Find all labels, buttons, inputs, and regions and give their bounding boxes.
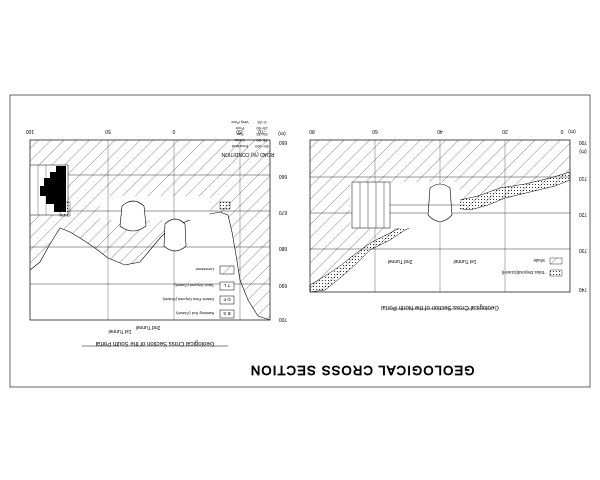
rock-range: 0~25 <box>257 120 267 125</box>
rock-condition: Fair <box>236 132 244 137</box>
south-x-tick: 50 <box>105 128 111 134</box>
south-y-tick: 700 <box>279 316 288 322</box>
rock-range: 50~75 <box>256 132 268 137</box>
north-y-unit: (m) <box>579 148 587 154</box>
north-x-tick: 80 <box>309 128 315 134</box>
rock-condition-title: ROAD (%) CONDITION <box>221 151 274 157</box>
rock-condition: Excellent <box>231 144 248 149</box>
north-x-tick: 60 <box>372 128 378 134</box>
legend-code-box <box>219 309 235 319</box>
legend-code-bs: B S <box>223 311 230 316</box>
sheet-title: GEOLOGICAL CROSS SECTION <box>250 363 475 378</box>
south-y-tick: 660 <box>279 173 288 179</box>
north-y-tick: 720 <box>579 211 588 217</box>
north-section-title: Geological Cross Section of the North Po… <box>381 304 499 310</box>
rock-range: 90~100 <box>255 144 269 149</box>
south-tunnel-2 <box>163 218 187 252</box>
north-y-tick: 710 <box>579 175 588 181</box>
legend-swatch-shale <box>549 257 563 265</box>
south-y-tick: 680 <box>279 245 288 251</box>
south-ground-zone <box>30 140 270 320</box>
south-ground-surface <box>29 211 271 321</box>
rock-range: 75~90 <box>256 138 268 143</box>
north-y-tick: 730 <box>579 247 588 253</box>
sheet-border <box>9 94 591 388</box>
south-frame <box>29 139 271 321</box>
south-x-unit: (m) <box>278 130 286 136</box>
legend-code-df: D F <box>223 297 231 302</box>
legend-code-box <box>219 281 235 291</box>
rock-condition-table: ROAD (%) CONDITION 90~100 Excellent 75~9… <box>221 120 274 157</box>
north-x-tick: 20 <box>502 128 508 134</box>
rock-condition: Very Poor <box>231 120 249 125</box>
south-y-tick: 670 <box>279 209 288 215</box>
north-legend: Shale Talus Deposit(Gravel) <box>501 257 563 277</box>
north-y-tick: 700 <box>579 139 588 145</box>
north-portal-section: (m) 80 60 40 20 0 (m) 700 710 720 730 74… <box>309 128 587 310</box>
south-tunnel-2-label: 2nd Tunnel <box>136 324 161 330</box>
north-x-tick: 0 <box>560 128 563 134</box>
legend-label-shale: Shale <box>533 258 545 263</box>
south-y-tick: 690 <box>279 282 288 288</box>
legend-code-tl: T L <box>223 283 230 288</box>
legend-label-tl: Talus Deposit (Gravel) <box>174 283 214 288</box>
south-portal-section: ROAD (%) CONDITION 90~100 Excellent 75~9… <box>26 120 288 347</box>
north-tunnel-profile <box>427 183 453 222</box>
legend-label-bs: Banking Soil (Gravel) <box>176 311 214 316</box>
south-legend: B S Banking Soil (Gravel) D F Debris Flo… <box>162 265 235 319</box>
legend-swatch-talus <box>549 269 563 277</box>
north-tunnel-2-label: 2nd Tunnel <box>388 258 413 264</box>
legend-label-limestone: Limestone <box>195 267 214 272</box>
north-y-tick: 740 <box>579 286 588 292</box>
south-x-tick: -50 <box>236 128 243 134</box>
legend-label-talus: Talus Deposit(Gravel) <box>501 270 545 275</box>
south-tunnel-1 <box>119 200 147 232</box>
north-tunnel-1-label: 1st Tunnel <box>453 258 476 264</box>
legend-label-df: Debris Flow Deposit (Gravel) <box>162 297 214 302</box>
south-tunnel-1-label: 1st Tunnel <box>108 328 131 334</box>
north-x-unit: (m) <box>568 128 576 134</box>
south-x-tick: 100 <box>26 128 35 134</box>
north-borehole-log <box>351 181 391 229</box>
rock-condition: Poor <box>235 126 244 131</box>
north-x-tick: 40 <box>437 128 443 134</box>
south-x-tick: 0 <box>172 128 175 134</box>
south-y-tick: 650 <box>279 139 288 145</box>
south-borehole-log <box>29 164 71 217</box>
rock-condition: Good <box>235 138 245 143</box>
south-section-title: Geological Cross Section of the South Po… <box>96 340 215 346</box>
legend-code-box <box>219 295 235 305</box>
rock-range: 25~50 <box>256 126 268 131</box>
south-x-tick: -70 <box>258 128 265 134</box>
legend-swatch-limestone <box>219 265 235 275</box>
